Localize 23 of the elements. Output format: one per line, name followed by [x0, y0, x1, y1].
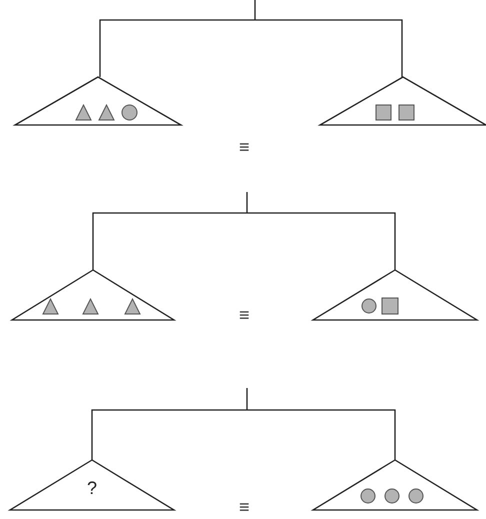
- square-icon: [381, 297, 399, 315]
- circle-icon: [408, 488, 424, 504]
- square-icon: [398, 104, 415, 121]
- triangle-icon: [124, 298, 141, 315]
- circle-icon: [360, 488, 376, 504]
- triangle-icon: [42, 298, 59, 315]
- circle-icon: [384, 488, 400, 504]
- scale-pan: [10, 460, 174, 510]
- circle-icon: [121, 104, 138, 121]
- circle-icon: [361, 298, 377, 314]
- square-icon: [375, 104, 392, 121]
- question-mark: ?: [86, 478, 98, 499]
- triangle-icon: [98, 104, 115, 121]
- scale-pan: [313, 460, 477, 510]
- triangle-icon: [75, 104, 92, 121]
- equivalence-sign: ≡: [239, 137, 250, 157]
- equivalence-sign: ≡: [239, 305, 250, 325]
- scale-pan: [313, 270, 477, 320]
- equivalence-sign: ≡: [239, 497, 250, 517]
- scale-pan: [12, 270, 174, 320]
- scale-pan: [15, 77, 181, 125]
- triangle-icon: [82, 298, 99, 315]
- scale-pan: [320, 77, 486, 125]
